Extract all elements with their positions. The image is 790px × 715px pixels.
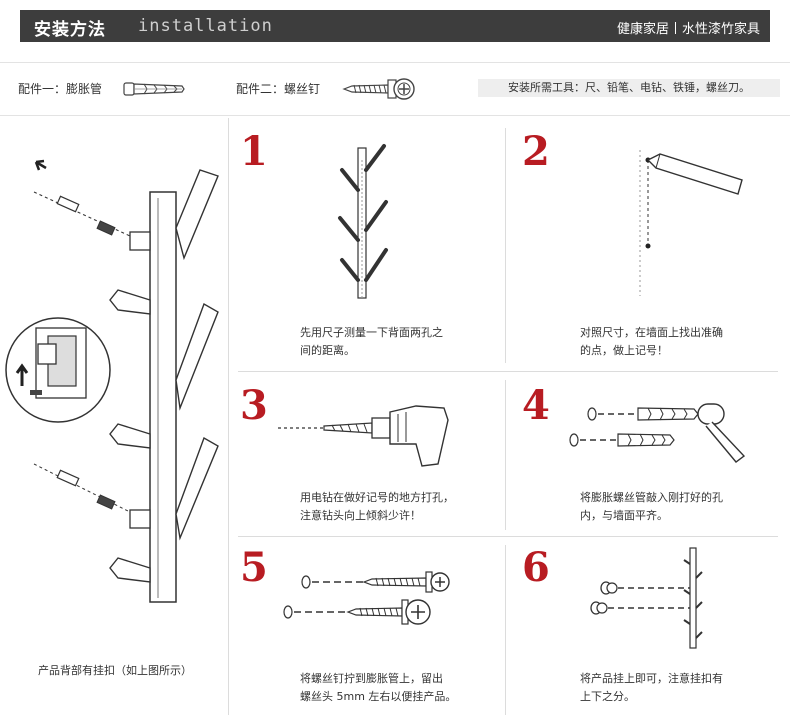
step3-caption-line1: 用电钻在做好记号的地方打孔， (300, 491, 454, 504)
step4-caption-line1: 将膨胀螺丝管敲入刚打好的孔 (580, 491, 723, 504)
brand-separator (674, 22, 676, 34)
step6-caption-line1: 将产品挂上即可，注意挂扣有 (580, 672, 723, 685)
brand-text: 健康家居水性漆竹家具 (617, 18, 760, 37)
step5-caption-line1: 将螺丝钉拧到膨胀管上，留出 (300, 672, 443, 685)
step3-caption-line2: 注意钻头向上倾斜少许！ (300, 509, 421, 522)
step1-number: 1 (240, 128, 268, 175)
screw-icon (342, 78, 415, 100)
divider-row-2 (238, 536, 778, 537)
parts-row: 配件一：膨胀管 配件二：螺丝钉 安装所需工具：尺、铅笔、电钻、铁锤，螺丝刀。 (0, 62, 790, 116)
step6-caption-line2: 上下之分。 (580, 690, 635, 703)
divider-mid-2 (505, 380, 506, 530)
divider-row-1 (238, 371, 778, 372)
step2-caption-line2: 的点，做上记号！ (580, 344, 668, 357)
anchor-icon (123, 82, 185, 96)
step6-illustration (590, 547, 703, 649)
step6-number: 6 (522, 544, 550, 591)
part2-label: 配件二：螺丝钉 (236, 82, 321, 96)
step5-caption-line2: 螺丝头 5mm 左右以便挂产品。 (300, 690, 457, 703)
product-back-illustration (5, 159, 219, 603)
drill-illustration (278, 405, 449, 467)
brand-name-b: 水性漆竹家具 (681, 22, 760, 37)
step2-number: 2 (522, 128, 550, 175)
left-caption: 产品背部有挂扣（如上图所示） (38, 664, 192, 677)
step3-number: 3 (240, 382, 268, 429)
divider-mid-3 (505, 545, 506, 715)
step4-number: 4 (522, 382, 550, 429)
step5-illustration (283, 571, 450, 625)
header-bar: 安装方法 installation 健康家居水性漆竹家具 (20, 10, 770, 42)
brand-name-a: 健康家居 (616, 22, 669, 37)
title-chinese: 安装方法 (34, 20, 106, 40)
title-english: installation (138, 16, 273, 36)
step4-caption-line2: 内，与墙面平齐。 (580, 509, 668, 522)
step1-caption-line2: 间的距离。 (300, 344, 355, 357)
step2-caption-line1: 对照尺寸，在墙面上找出准确 (580, 326, 723, 339)
divider-mid-1 (505, 128, 506, 363)
step2-illustration (639, 150, 743, 296)
step1-illustration (338, 144, 388, 300)
part1-label: 配件一：膨胀管 (18, 82, 103, 96)
step1-caption-line1: 先用尺子测量一下背面两孔之 (300, 326, 443, 339)
divider-left (228, 118, 229, 715)
tools-needed: 安装所需工具：尺、铅笔、电钻、铁锤，螺丝刀。 (478, 79, 780, 97)
step4-illustration (569, 403, 746, 463)
step5-number: 5 (240, 544, 268, 591)
